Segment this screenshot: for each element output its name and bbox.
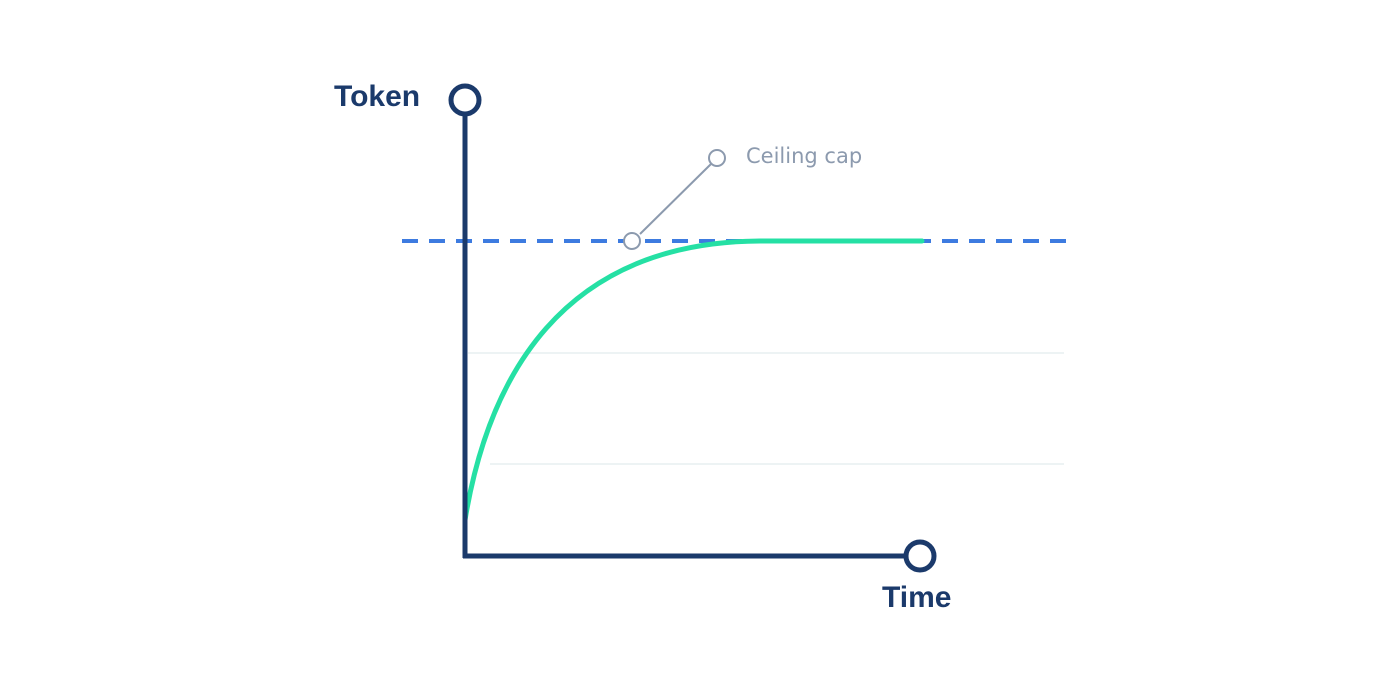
token-supply-curve — [462, 238, 925, 523]
ceiling-cap-annotation: Ceiling cap — [746, 144, 863, 168]
y-axis-end-marker — [448, 83, 482, 117]
annotation-anchor-marker — [623, 232, 641, 250]
y-axis-label: Token — [334, 80, 421, 113]
annotation-leader-line — [639, 163, 712, 235]
annotation-label-marker — [708, 149, 726, 167]
x-axis-end-marker — [903, 539, 937, 573]
x-axis-label: Time — [882, 581, 952, 614]
